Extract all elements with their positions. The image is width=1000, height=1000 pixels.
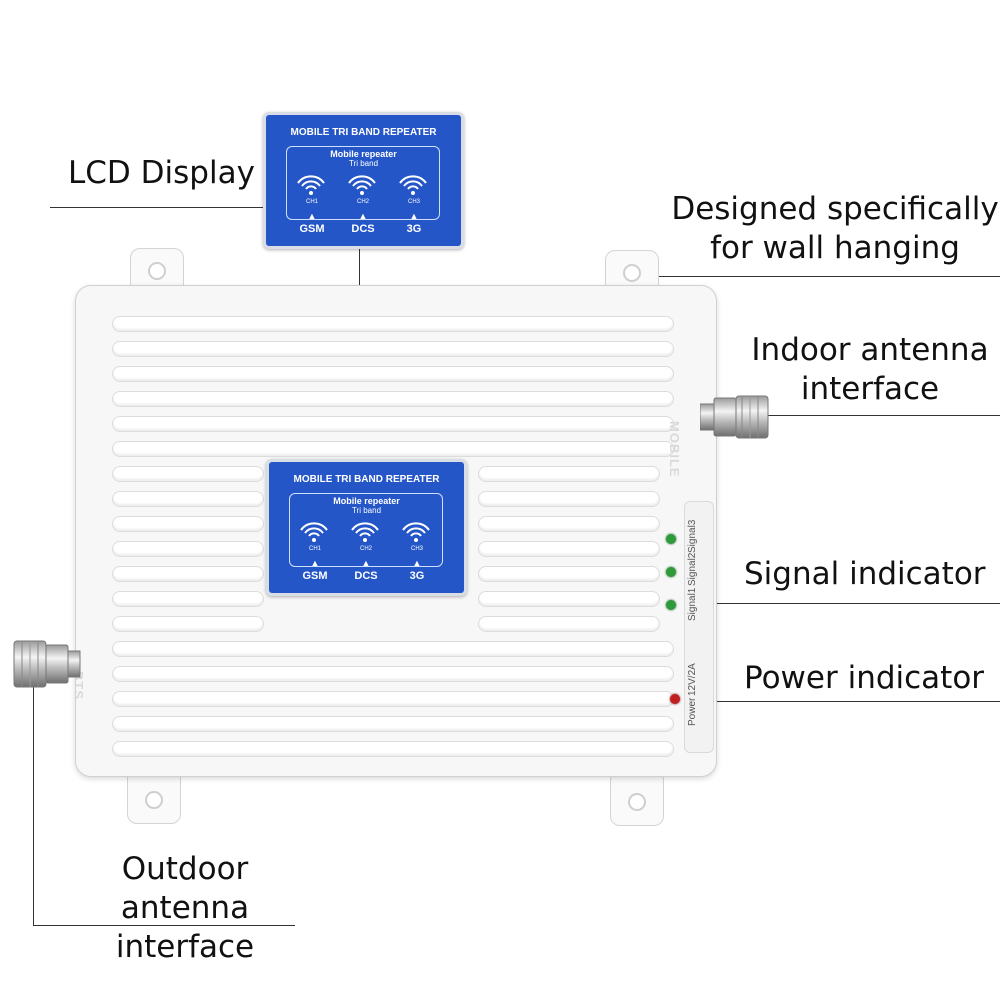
cooling-rib	[112, 441, 674, 457]
cooling-rib	[112, 741, 674, 757]
port-label-mobile: MOBILE	[667, 421, 682, 478]
repeater-body: MOBILE BTS Signal3 Signal2 Signal1 12V/2…	[75, 285, 717, 777]
callout-wall-line1: Designed specifically	[671, 191, 999, 227]
cooling-rib	[112, 466, 264, 482]
cooling-rib	[112, 566, 264, 582]
outdoor-antenna-connector-icon	[13, 640, 81, 688]
label-signal3: Signal3	[687, 519, 698, 553]
cooling-rib	[478, 491, 660, 507]
signal1-led	[666, 600, 676, 610]
device-lcd-title: MOBILE TRI BAND REPEATER	[293, 474, 440, 485]
label-signal1: Signal1	[687, 587, 698, 621]
mounting-ear-bottom-left	[127, 768, 181, 824]
mounting-ear-bottom-right	[610, 770, 664, 826]
wifi-icon-ch3	[402, 522, 430, 542]
callout-line-wall	[640, 276, 1000, 277]
device-lcd-band-dcs: DCS	[354, 570, 378, 582]
lcd-band-gsm: GSM	[299, 223, 325, 235]
signal3-led	[666, 534, 676, 544]
callout-indoor-line2: interface	[800, 371, 940, 407]
callout-line-lcd	[50, 207, 265, 208]
cooling-rib	[112, 366, 674, 382]
cooling-rib	[112, 516, 264, 532]
device-lcd-channel-3: CH3	[410, 546, 423, 552]
lcd-channel-3: CH3	[407, 199, 420, 205]
cooling-rib	[112, 591, 264, 607]
callout-signal-indicator: Signal indicator	[744, 556, 986, 592]
indicator-strip	[684, 501, 714, 753]
cooling-rib	[112, 541, 264, 557]
lcd-arrow-3: ▲	[409, 211, 419, 221]
device-lcd-band-gsm: GSM	[302, 570, 328, 582]
device-lcd-arrow-2: ▲	[361, 558, 371, 568]
cooling-rib	[112, 616, 264, 632]
cooling-rib	[478, 516, 660, 532]
callout-indoor-antenna: Indoor antenna interface	[740, 331, 1000, 409]
callout-outdoor-antenna: Outdoor antenna interface	[55, 850, 315, 967]
callout-line-outdoor-v	[33, 680, 34, 926]
wifi-icon-ch2	[351, 522, 379, 542]
cooling-rib	[112, 691, 674, 707]
signal2-led	[666, 567, 676, 577]
lcd-channel-2: CH2	[356, 199, 369, 205]
lcd-panel-device: MOBILE TRI BAND REPEATER Mobile repeater…	[266, 459, 467, 596]
wifi-icon-ch1	[300, 522, 328, 542]
cooling-rib	[478, 616, 660, 632]
mount-hole-icon	[145, 791, 163, 809]
cooling-rib	[478, 466, 660, 482]
cooling-rib	[112, 666, 674, 682]
callout-line-signal	[680, 603, 1000, 604]
device-lcd-channel-1: CH1	[308, 546, 321, 552]
lcd-subtitle2: Tri band	[348, 159, 379, 168]
device-lcd-arrow-1: ▲	[310, 558, 320, 568]
device-lcd-channel-2: CH2	[359, 546, 372, 552]
mount-hole-icon	[623, 264, 641, 282]
cooling-rib	[478, 541, 660, 557]
lcd-title: MOBILE TRI BAND REPEATER	[290, 127, 437, 138]
callout-line-outdoor-h	[33, 925, 295, 926]
wifi-icon-ch3	[399, 175, 427, 195]
mount-hole-icon	[628, 793, 646, 811]
cooling-rib	[112, 416, 674, 432]
device-lcd-subtitle2: Tri band	[351, 506, 382, 515]
indoor-antenna-connector-icon	[700, 395, 769, 439]
callout-line-power	[680, 701, 1000, 702]
lcd-arrow-1: ▲	[307, 211, 317, 221]
wifi-icon-ch1	[297, 175, 325, 195]
callout-line-indoor	[765, 415, 1000, 416]
lcd-arrow-2: ▲	[358, 211, 368, 221]
cooling-rib	[478, 591, 660, 607]
callout-wall-hanging: Designed specifically for wall hanging	[670, 190, 1000, 268]
cooling-rib	[112, 641, 674, 657]
lcd-channel-1: CH1	[305, 199, 318, 205]
power-led	[670, 694, 680, 704]
callout-outdoor-line1: Outdoor antenna	[120, 851, 250, 926]
lcd-screen	[286, 146, 440, 220]
lcd-panel-enlarged: MOBILE TRI BAND REPEATER Mobile repeater…	[263, 112, 464, 249]
device-lcd-screen	[289, 493, 443, 567]
callout-indoor-line1: Indoor antenna	[751, 332, 989, 368]
lcd-band-3g: 3G	[406, 223, 422, 235]
mount-hole-icon	[148, 262, 166, 280]
cooling-rib	[112, 491, 264, 507]
label-power: Power	[687, 697, 698, 726]
device-lcd-band-3g: 3G	[409, 570, 425, 582]
label-power-spec: 12V/2A	[687, 663, 698, 696]
cooling-rib	[112, 341, 674, 357]
cooling-rib	[112, 716, 674, 732]
label-signal2: Signal2	[687, 552, 698, 586]
callout-wall-line2: for wall hanging	[710, 230, 960, 266]
callout-outdoor-line2: interface	[115, 929, 255, 965]
callout-lcd-display: LCD Display	[68, 155, 255, 191]
cooling-rib	[478, 566, 660, 582]
device-lcd-subtitle: Mobile repeater	[333, 496, 400, 506]
device-lcd-arrow-3: ▲	[412, 558, 422, 568]
cooling-rib	[112, 391, 674, 407]
lcd-subtitle: Mobile repeater	[330, 149, 397, 159]
callout-power-indicator: Power indicator	[744, 660, 985, 696]
wifi-icon-ch2	[348, 175, 376, 195]
cooling-rib	[112, 316, 674, 332]
lcd-band-dcs: DCS	[351, 223, 375, 235]
